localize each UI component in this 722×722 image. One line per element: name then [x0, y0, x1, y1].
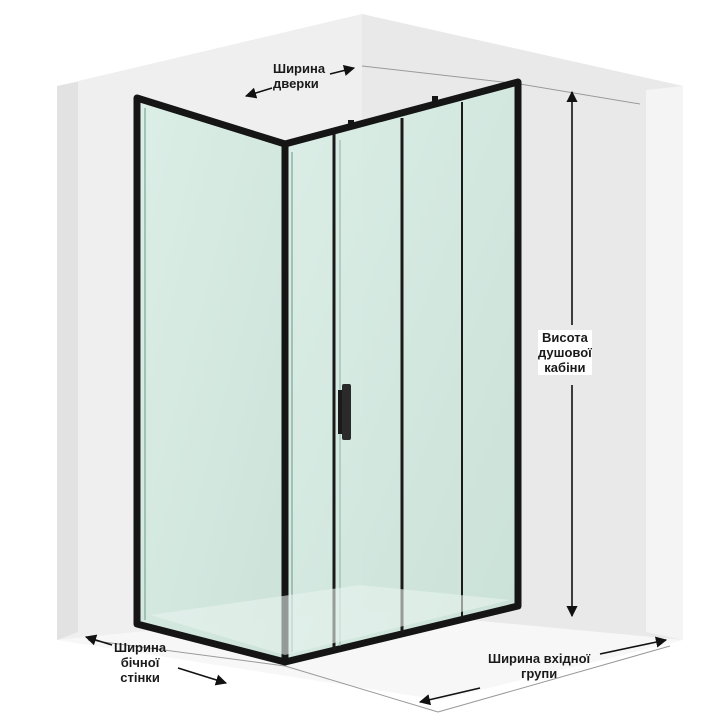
cabin-height-label-line-2: душової [538, 345, 592, 360]
entry-width-arrow-right [599, 636, 668, 655]
entry-group-width-label-line-2: групи [520, 666, 558, 681]
dimension-lines [84, 65, 668, 706]
side-wall-width-label-line-3: стінки [120, 670, 160, 685]
front-frame [281, 78, 522, 666]
top-roller-2 [432, 96, 438, 102]
shower-tray [150, 585, 510, 655]
cabin-height-label-line-1: Висота [542, 330, 588, 345]
left-wall-face [57, 82, 78, 640]
entry-group [281, 78, 522, 666]
side-wall-width-label: Ширина бічної стінки [114, 640, 166, 685]
side-panel [133, 94, 289, 666]
side-glass [137, 98, 285, 662]
door-width-label-line-2: дверки [273, 76, 319, 91]
side-wall-width-label-line-1: Ширина [114, 640, 167, 655]
entry-width-arrow-left [418, 687, 481, 706]
side-wall-width-label-line-2: бічної [120, 655, 160, 670]
door-width-label: Ширина дверки [273, 61, 325, 91]
guide-lines [87, 65, 671, 713]
door-width-label-line-1: Ширина [273, 61, 326, 76]
door-width-arrow-right [329, 65, 356, 76]
entry-group-width-label-line-1: Ширина вхідної [488, 651, 591, 666]
cabin-height-label-line-3: кабіни [544, 360, 586, 375]
right-wall-face [646, 86, 683, 640]
door-handle-mount [338, 390, 342, 434]
cabin-height-label: Висота душової кабіни [538, 330, 592, 375]
door-handle [342, 384, 351, 440]
door-width-arrow-left [244, 87, 273, 99]
side-width-arrow-right [177, 667, 228, 686]
entry-group-width-label: Ширина вхідної групи [488, 651, 590, 681]
top-roller-1 [348, 120, 354, 126]
side-width-arrow-left [84, 634, 113, 646]
